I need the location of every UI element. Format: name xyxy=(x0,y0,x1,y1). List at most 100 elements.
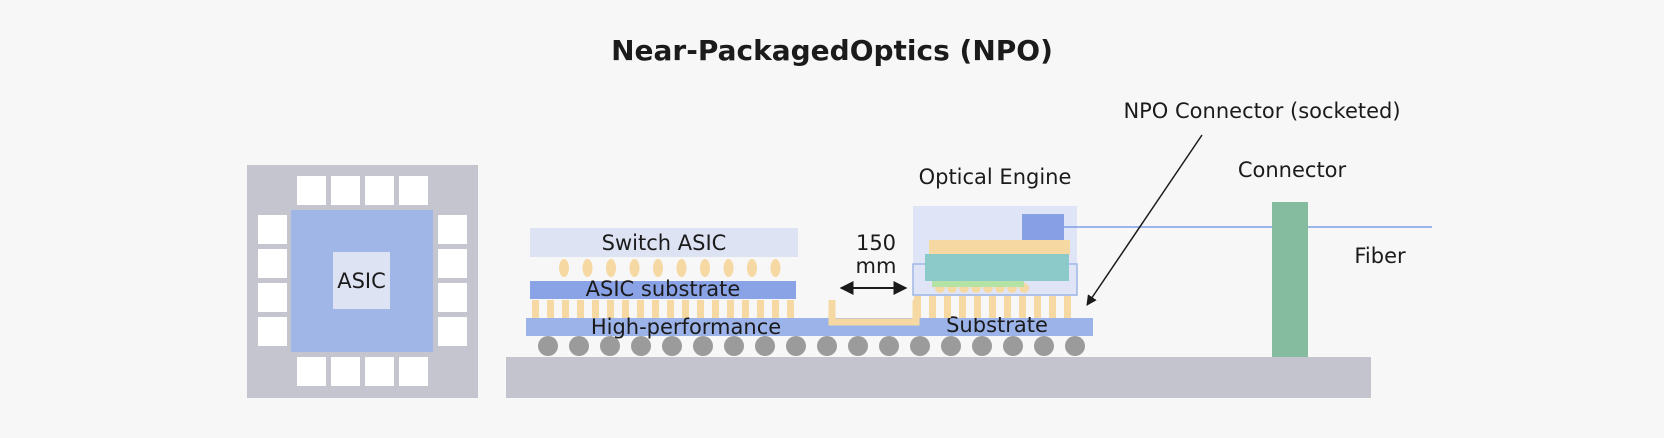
bump xyxy=(742,300,749,318)
pad xyxy=(258,317,287,346)
solder-ball xyxy=(848,336,868,356)
distance-unit: mm xyxy=(856,254,897,278)
bump xyxy=(547,300,554,318)
bump xyxy=(682,300,689,318)
switch-asic-label: Switch ASIC xyxy=(602,231,727,255)
pad xyxy=(331,176,360,205)
pad xyxy=(297,357,326,386)
laser-block xyxy=(1022,214,1064,240)
micro-bump xyxy=(606,259,616,277)
bump xyxy=(1019,296,1026,318)
micro-bump xyxy=(653,259,663,277)
solder-ball xyxy=(755,336,775,356)
asic-substrate-layer xyxy=(530,281,796,299)
solder-ball xyxy=(972,336,992,356)
optical-interposer xyxy=(929,240,1070,255)
asic-label: ASIC xyxy=(337,269,386,293)
bump xyxy=(914,296,921,318)
pad xyxy=(365,357,394,386)
bump xyxy=(989,296,996,318)
bump xyxy=(652,300,659,318)
distance-value: 150 xyxy=(856,231,896,255)
pad xyxy=(258,283,287,312)
solder-ball xyxy=(600,336,620,356)
optical-engine-label: Optical Engine xyxy=(919,165,1072,189)
solder-ball xyxy=(724,336,744,356)
top-pads xyxy=(297,176,428,205)
pad xyxy=(399,357,428,386)
bump xyxy=(577,300,584,318)
solder-ball xyxy=(910,336,930,356)
asic-package-top-view: ASIC xyxy=(247,165,478,398)
bump xyxy=(667,300,674,318)
bottom-pads xyxy=(297,357,428,386)
solder-balls xyxy=(538,336,1085,356)
pad xyxy=(438,215,467,244)
micro-bump xyxy=(747,259,757,277)
bump xyxy=(929,296,936,318)
asic-core xyxy=(333,252,390,309)
solder-ball xyxy=(693,336,713,356)
bump xyxy=(607,300,614,318)
pad xyxy=(438,249,467,278)
bump xyxy=(787,300,794,318)
pad xyxy=(331,357,360,386)
micro-bump xyxy=(582,259,593,277)
right-pads xyxy=(438,215,467,346)
npo-connector-pointer xyxy=(1086,134,1203,306)
high-performance-label: High-performance xyxy=(591,315,781,339)
substrate-bumps-left xyxy=(532,300,794,318)
bump xyxy=(1049,296,1056,318)
micro-bump xyxy=(559,259,569,277)
solder-ball xyxy=(1034,336,1054,356)
npo-connector-label: NPO Connector (socketed) xyxy=(1123,99,1400,123)
optical-engine xyxy=(912,206,1078,318)
connector-body xyxy=(1272,202,1308,357)
solder-ball xyxy=(569,336,589,356)
routing-trace xyxy=(828,300,920,326)
micro-bump xyxy=(676,259,687,277)
bump xyxy=(727,300,734,318)
bump xyxy=(1064,296,1071,318)
pad xyxy=(438,317,467,346)
pcb-board xyxy=(506,357,1371,398)
substrate-layer xyxy=(526,318,1093,336)
bump xyxy=(1034,296,1041,318)
connector-label: Connector xyxy=(1238,158,1347,182)
bump xyxy=(757,300,764,318)
micro-bump xyxy=(770,259,781,277)
solder-ball xyxy=(1003,336,1023,356)
solder-ball xyxy=(879,336,899,356)
pad xyxy=(258,249,287,278)
pad xyxy=(438,283,467,312)
bump xyxy=(562,300,569,318)
pad xyxy=(399,176,428,205)
bump xyxy=(637,300,644,318)
bump xyxy=(944,296,951,318)
bump xyxy=(974,296,981,318)
asic-substrate-label: ASIC substrate xyxy=(586,277,741,301)
bump xyxy=(1004,296,1011,318)
solder-ball xyxy=(786,336,806,356)
optical-engine-bumps xyxy=(914,296,1071,318)
pad xyxy=(297,176,326,205)
bump xyxy=(697,300,704,318)
green-strip xyxy=(932,281,1024,287)
bump xyxy=(622,300,629,318)
bump xyxy=(592,300,599,318)
bump xyxy=(772,300,779,318)
bump xyxy=(712,300,719,318)
solder-ball xyxy=(631,336,651,356)
solder-ball xyxy=(1065,336,1085,356)
solder-ball xyxy=(538,336,558,356)
micro-bump xyxy=(700,259,710,277)
micro-bump xyxy=(629,259,640,277)
solder-ball xyxy=(941,336,961,356)
solder-ball xyxy=(662,336,682,356)
left-pads xyxy=(258,215,287,346)
photonic-ic xyxy=(925,254,1069,281)
fiber-label: Fiber xyxy=(1354,244,1406,268)
bump xyxy=(959,296,966,318)
